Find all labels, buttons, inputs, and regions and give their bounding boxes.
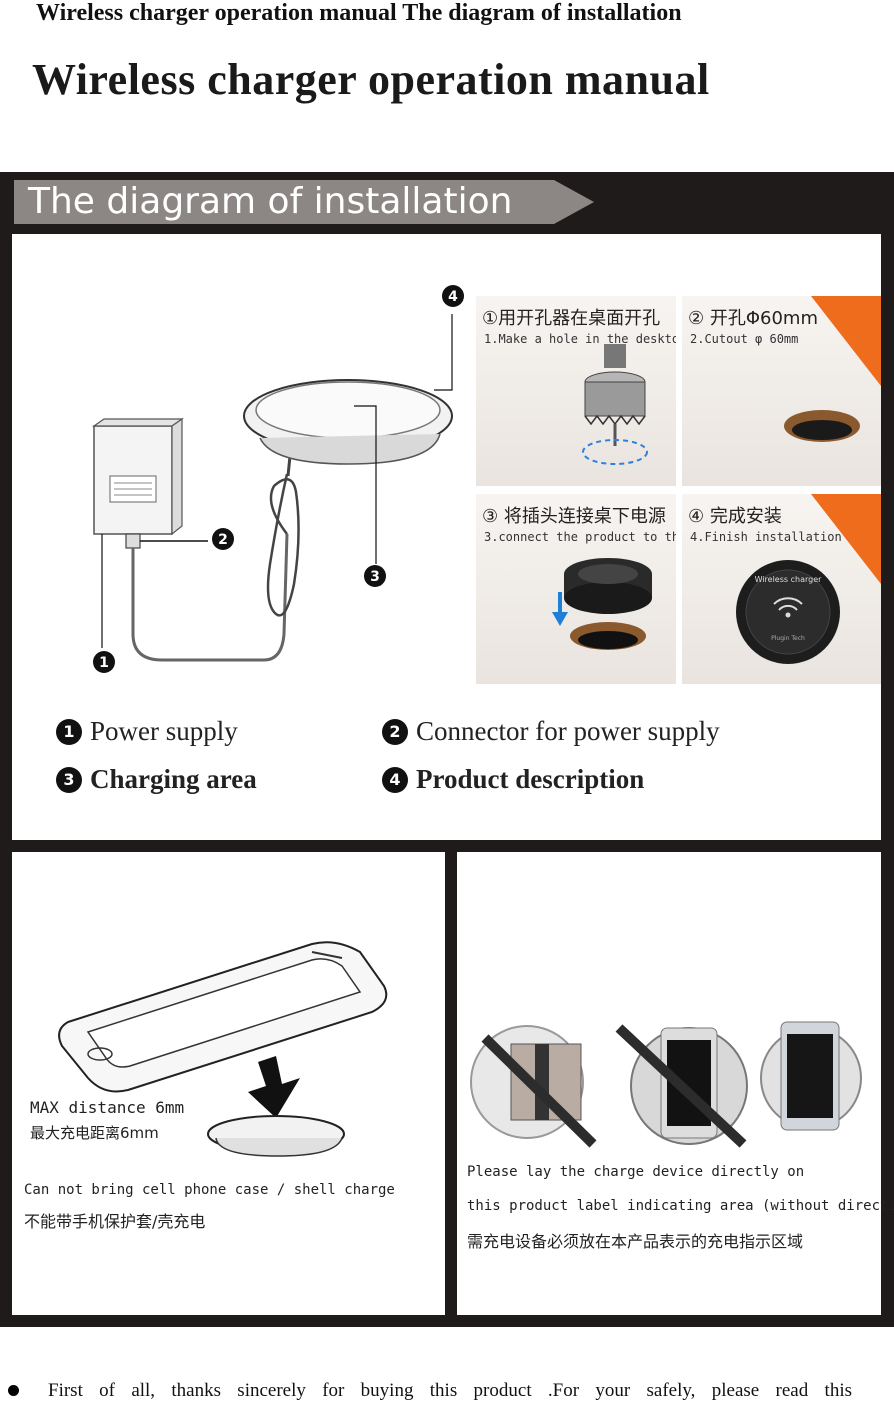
- step-4-en: 4.Finish installation: [690, 530, 842, 544]
- callout-4: [442, 285, 464, 307]
- legend-product-description: 4 Product description: [382, 762, 644, 796]
- installation-panel: 4 2 3 1 ①用开孔器在桌面开孔 1.Make a hole in the …: [12, 234, 881, 840]
- callout-1-label: 1: [99, 655, 109, 671]
- callout-2: [212, 528, 234, 550]
- product-diagram: 4 2 3 1: [92, 285, 464, 673]
- max-distance-cn: 最大充电距离6mm: [30, 1124, 159, 1142]
- step-2-cn: ② 开孔Φ60mm: [688, 308, 818, 329]
- manual-heading: Wireless charger operation manual: [32, 55, 710, 104]
- legend-num-2: 2: [382, 719, 408, 745]
- legend-label-2: Connector for power supply: [416, 716, 720, 746]
- step-3-cn: ③ 将插头连接桌下电源: [482, 506, 666, 527]
- step-3-photo: ③ 将插头连接桌下电源 3.connect the product to the…: [476, 494, 676, 684]
- callout-3: [364, 565, 386, 587]
- legend-num-3: 3: [56, 767, 82, 793]
- step-1-cn: ①用开孔器在桌面开孔: [482, 308, 661, 329]
- connect-adapter-icon: [552, 558, 652, 650]
- legend-power-supply: 1 Power supply: [56, 714, 238, 748]
- bullet-dot-icon: [8, 1385, 19, 1396]
- legend-label-1: Power supply: [90, 716, 238, 746]
- section-banner-text: The diagram of installation: [28, 181, 513, 222]
- hole-saw-icon: [582, 344, 648, 465]
- legend-label-3: Charging area: [90, 764, 257, 794]
- step-1-en: 1.Make a hole in the desktop: [484, 332, 676, 346]
- intro-bullet: First of all, thanks sincerely for buyin…: [0, 1376, 894, 1406]
- placement-examples-illustration: [470, 1021, 862, 1148]
- section-banner: The diagram of installation: [14, 180, 594, 224]
- callout-4-label: 4: [448, 289, 458, 305]
- callout-3-label: 3: [370, 569, 380, 585]
- installed-charger-icon: Wireless charger Plugin Tech: [736, 560, 840, 664]
- legend-num-1: 1: [56, 719, 82, 745]
- step-3-en: 3.connect the product to the AC adapter: [484, 530, 676, 544]
- lay-instruction-line-1: Please lay the charge device directly on: [467, 1164, 805, 1180]
- cutout-hole-icon: [784, 410, 860, 442]
- step-1-photo: ①用开孔器在桌面开孔 1.Make a hole in the desktop: [476, 296, 676, 486]
- callout-2-label: 2: [218, 532, 228, 548]
- banner-arrow-shape: [14, 180, 594, 224]
- case-warning-en: Can not bring cell phone case / shell ch…: [24, 1182, 395, 1198]
- case-warning-cn: 不能带手机保护套/壳充电: [24, 1212, 206, 1231]
- product-ring-text: Wireless charger: [755, 575, 823, 584]
- intro-text: First of all, thanks sincerely for buyin…: [48, 1380, 852, 1401]
- step-4-photo: ④ 完成安装 4.Finish installation Wireless ch…: [682, 494, 881, 684]
- step-2-en: 2.Cutout φ 60mm: [690, 332, 799, 346]
- placement-panel: Please lay the charge device directly on…: [457, 852, 894, 1315]
- lay-instruction-line-3-cn: 需充电设备必须放在本产品表示的充电指示区域: [467, 1232, 804, 1251]
- page-title: Wireless charger operation manual The di…: [36, 0, 682, 26]
- product-brand-small: Plugin Tech: [771, 635, 805, 642]
- callout-1: [93, 651, 115, 673]
- step-2-photo: ② 开孔Φ60mm 2.Cutout φ 60mm: [682, 296, 881, 486]
- step-4-cn: ④ 完成安装: [688, 506, 782, 527]
- legend-label-4: Product description: [416, 764, 645, 794]
- charger-base-illustration: [215, 1138, 343, 1157]
- legend-connector: 2 Connector for power supply: [382, 714, 720, 748]
- lay-instruction-line-2: this product label indicating area (with…: [467, 1198, 894, 1214]
- max-distance-en: MAX distance 6mm: [30, 1098, 185, 1117]
- phone-distance-panel: MAX distance 6mm 最大充电距离6mm Can not bring…: [12, 852, 445, 1315]
- legend-charging-area: 3 Charging area: [56, 762, 257, 796]
- legend-num-4: 4: [382, 767, 408, 793]
